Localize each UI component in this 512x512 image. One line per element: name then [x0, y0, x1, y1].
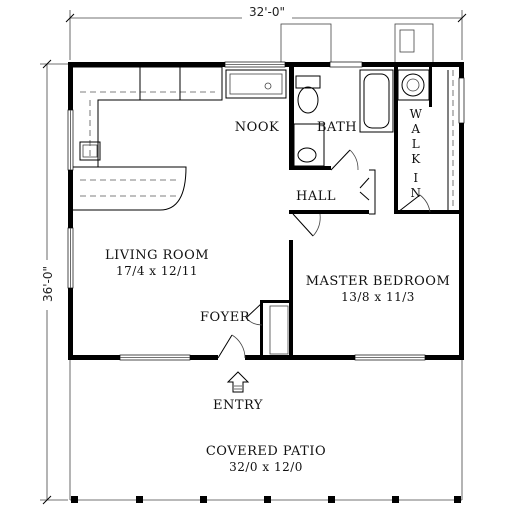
entry-label: ENTRY	[213, 398, 263, 413]
living-room-size: 17/4 x 12/11	[116, 264, 198, 278]
covered-patio	[69, 360, 463, 503]
master-bedroom-label: MASTER BEDROOM	[306, 274, 451, 289]
kitchen-counters	[73, 66, 287, 211]
living-room-label: LIVING ROOM	[105, 248, 209, 263]
covered-patio-label: COVERED PATIO	[206, 444, 326, 459]
covered-patio-size: 32/0 x 12/0	[229, 460, 303, 474]
windows	[67, 61, 465, 361]
width-dimension-label: 32'-0"	[249, 5, 285, 19]
foyer-label: FOYER	[200, 310, 251, 325]
depth-dimension-label: 36'-0"	[41, 266, 55, 302]
walk-in-letter: I	[413, 171, 418, 185]
walk-in-label: W A L K I N	[410, 107, 423, 200]
walk-in-letter: W	[410, 107, 423, 121]
walk-in-letter: N	[411, 186, 422, 200]
depth-dimension: 36'-0"	[38, 59, 68, 505]
entry-arrow-icon	[226, 371, 250, 393]
walk-in-letter: L	[412, 137, 420, 151]
bath-label: BATH	[317, 120, 357, 135]
doors	[217, 149, 431, 359]
bath-fixtures	[293, 69, 454, 210]
roof-vents	[280, 23, 434, 65]
walk-in-letter: K	[411, 152, 421, 166]
interior-walls	[260, 67, 464, 358]
walk-in-letter: A	[410, 122, 420, 136]
width-dimension: 32'-0"	[65, 4, 467, 60]
hall-label: HALL	[296, 189, 336, 204]
nook-label: NOOK	[235, 120, 279, 135]
master-bedroom-size: 13/8 x 11/3	[341, 290, 415, 304]
